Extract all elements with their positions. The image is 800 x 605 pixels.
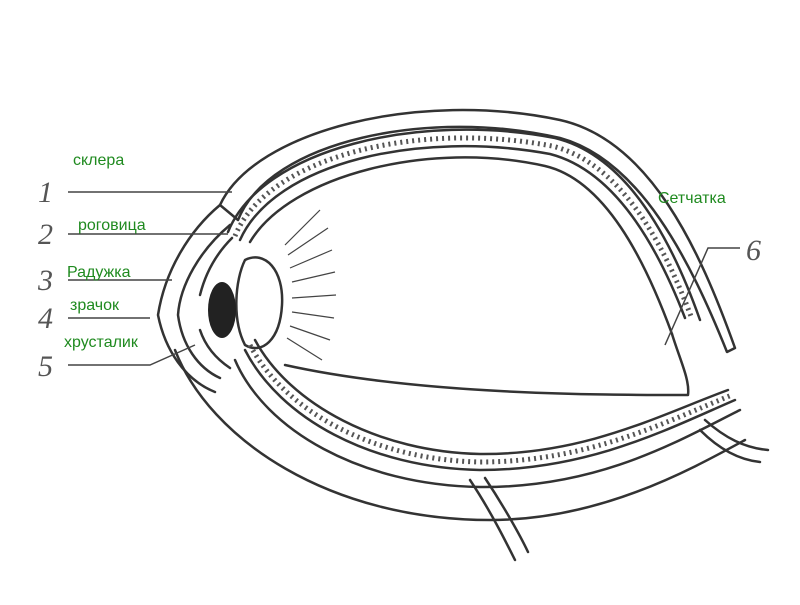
lower-wall-band-2 <box>243 348 737 472</box>
iris-lower <box>198 328 232 370</box>
label-cornea: роговица <box>78 217 146 234</box>
label-lens: хрусталик <box>64 334 139 351</box>
pupil-shading <box>208 282 236 338</box>
retina-stripes-lower <box>247 343 733 465</box>
choroid-band-upper <box>226 128 702 322</box>
optic-nerve-right <box>698 418 770 464</box>
retina-stripes-upper <box>232 135 695 320</box>
lower-wall-band-1 <box>233 358 742 489</box>
lower-wall-band-3 <box>253 338 730 456</box>
label-number-5: 5 <box>38 350 53 383</box>
label-number-4: 4 <box>38 302 53 335</box>
sclera-outer-contour <box>218 108 737 354</box>
choroid-band-upper-inner <box>238 144 687 320</box>
label-sclera: склера <box>73 152 124 169</box>
optic-nerve-stem <box>468 476 530 562</box>
label-number-3: 3 <box>37 264 53 297</box>
label-number-6: 6 <box>746 234 761 267</box>
label-retina: Сетчатка <box>658 190 726 207</box>
label-iris: Радужка <box>67 264 131 281</box>
ciliary-rays <box>284 209 337 361</box>
label-number-2: 2 <box>38 218 53 251</box>
cornea-inner <box>176 223 232 380</box>
retina-inner-line <box>248 156 674 336</box>
cornea-contour <box>156 203 222 394</box>
leader-line-5 <box>68 344 196 366</box>
lower-wall-outer <box>173 348 747 522</box>
label-pupil: зрачок <box>70 297 120 314</box>
iris-upper <box>198 236 234 297</box>
label-number-1: 1 <box>38 176 53 209</box>
leader-line-6 <box>664 247 740 346</box>
retina-stripes <box>232 135 733 465</box>
leader-lines <box>68 191 740 366</box>
vitreous-boundary <box>283 332 690 397</box>
lens-contour <box>235 256 284 350</box>
